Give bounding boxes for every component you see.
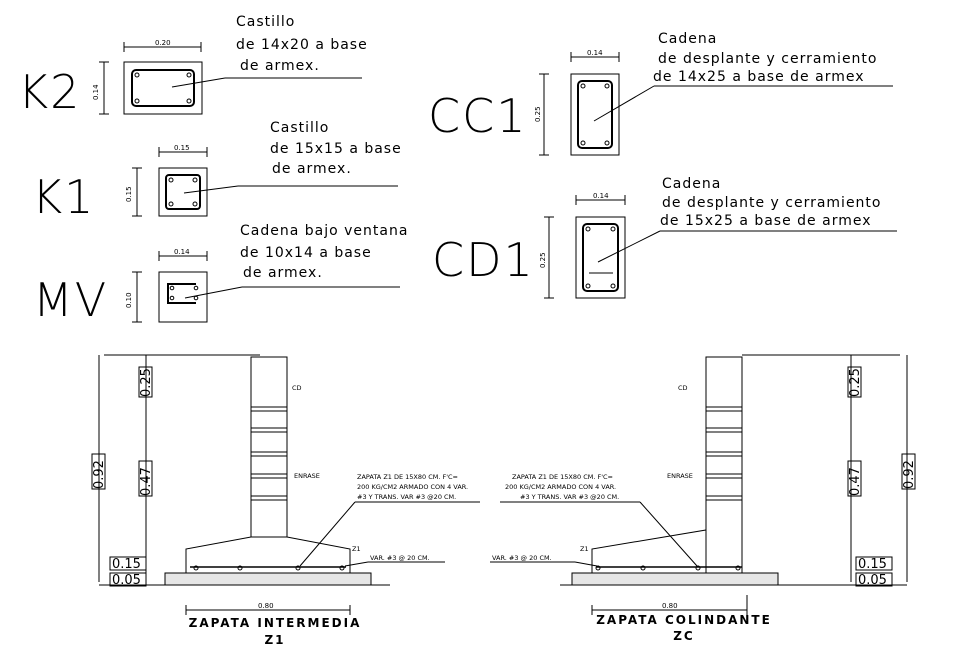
- section-code-cd1: CD1: [432, 233, 535, 287]
- dim-height-cd1: 0.25: [539, 252, 547, 268]
- dim-width-k1: 0.15: [174, 144, 190, 152]
- note-z1-line1: ZAPATA Z1 DE 15X80 CM. F'C=: [357, 473, 458, 481]
- dim-width-zc: 0.80: [662, 602, 678, 610]
- footing-code-z1: Z1: [264, 633, 285, 647]
- section-cc1: CC1 0.14 0.25 Cadena de desplante y cerr…: [428, 31, 893, 156]
- desc-k2-line2: de 14x20 a base: [236, 37, 368, 53]
- level-zc-092: 0.92: [902, 460, 917, 489]
- dim-height-mv: 0.10: [125, 292, 133, 308]
- footing-colindante: 0.25 0.47 0.92 0.15 0.05 CD ENRASE Z1 ZA…: [490, 354, 917, 643]
- level-z1-015: 0.15: [112, 557, 141, 572]
- section-cd1: CD1 0.14 0.25 Cadena de desplante y cerr…: [432, 176, 897, 299]
- level-zc-025: 0.25: [848, 368, 863, 397]
- level-zc-047: 0.47: [848, 467, 863, 496]
- level-z1-047: 0.47: [139, 467, 154, 496]
- section-k2: K2 0.20 0.14 Castillo de 14x20 a base de…: [18, 14, 368, 119]
- desc-cc1-line2: de desplante y cerramiento: [658, 51, 877, 67]
- dim-width-mv: 0.14: [174, 248, 190, 256]
- desc-k2-line3: de armex.: [240, 58, 320, 74]
- footing-title-intermedia: ZAPATA INTERMEDIA: [189, 616, 362, 630]
- tag-cd-z1: CD: [292, 384, 302, 392]
- desc-cc1-line3: de 14x25 a base de armex: [653, 69, 865, 85]
- desc-k2-line1: Castillo: [236, 14, 295, 30]
- tag-enrase-zc: ENRASE: [667, 472, 693, 480]
- dim-height-k1: 0.15: [125, 186, 133, 202]
- dim-width-cc1: 0.14: [587, 49, 603, 57]
- section-code-k1: K1: [32, 170, 95, 224]
- footing-code-zc: ZC: [673, 629, 695, 643]
- section-mv: MV 0.14 0.10 Cadena bajo ventana de 10x1…: [33, 223, 408, 327]
- desc-k1-line2: de 15x15 a base: [270, 141, 402, 157]
- var-note-z1: VAR. #3 @ 20 CM.: [370, 554, 430, 562]
- desc-mv-line3: de armex.: [243, 265, 323, 281]
- note-zc-line1: ZAPATA Z1 DE 15X80 CM. F'C=: [512, 473, 613, 481]
- section-code-mv: MV: [33, 273, 108, 327]
- tag-cd-zc: CD: [678, 384, 688, 392]
- dim-height-k2: 0.14: [92, 84, 100, 100]
- desc-mv-line2: de 10x14 a base: [240, 245, 372, 261]
- desc-cd1-line2: de desplante y cerramiento: [662, 195, 881, 211]
- footing-intermedia: 0.25 0.47 0.92 0.15 0.05 CD ENRASE Z1 ZA…: [91, 354, 480, 647]
- tag-z1-zc: Z1: [580, 545, 589, 553]
- dim-width-cd1: 0.14: [593, 192, 609, 200]
- level-z1-092: 0.92: [92, 460, 107, 489]
- section-k1: K1 0.15 0.15 Castillo de 15x15 a base de…: [32, 120, 402, 224]
- desc-mv-line1: Cadena bajo ventana: [240, 223, 408, 239]
- note-z1-line3: #3 Y TRANS. VAR #3 @20 CM.: [357, 493, 456, 501]
- level-zc-005: 0.05: [858, 573, 887, 588]
- level-z1-025: 0.25: [139, 368, 154, 397]
- level-z1-005: 0.05: [112, 573, 141, 588]
- var-note-zc: VAR. #3 @ 20 CM.: [492, 554, 552, 562]
- note-zc-line3: #3 Y TRANS. VAR #3 @20 CM.: [520, 493, 619, 501]
- level-zc-015: 0.15: [858, 557, 887, 572]
- note-z1-line2: 200 KG/CM2 ARMADO CON 4 VAR.: [357, 483, 468, 491]
- dim-height-cc1: 0.25: [534, 106, 542, 122]
- section-code-cc1: CC1: [428, 89, 528, 143]
- desc-k1-line3: de armex.: [272, 161, 352, 177]
- desc-cc1-line1: Cadena: [658, 31, 717, 47]
- dim-width-z1: 0.80: [258, 602, 274, 610]
- footing-title-colindante: ZAPATA COLINDANTE: [596, 613, 772, 627]
- desc-cd1-line1: Cadena: [662, 176, 721, 192]
- tag-z1-z1: Z1: [352, 545, 361, 553]
- dim-width-k2: 0.20: [155, 39, 171, 47]
- desc-k1-line1: Castillo: [270, 120, 329, 136]
- desc-cd1-line3: de 15x25 a base de armex: [660, 213, 872, 229]
- note-zc-line2: 200 KG/CM2 ARMADO CON 4 VAR.: [505, 483, 616, 491]
- tag-enrase-z1: ENRASE: [294, 472, 320, 480]
- section-code-k2: K2: [18, 65, 81, 119]
